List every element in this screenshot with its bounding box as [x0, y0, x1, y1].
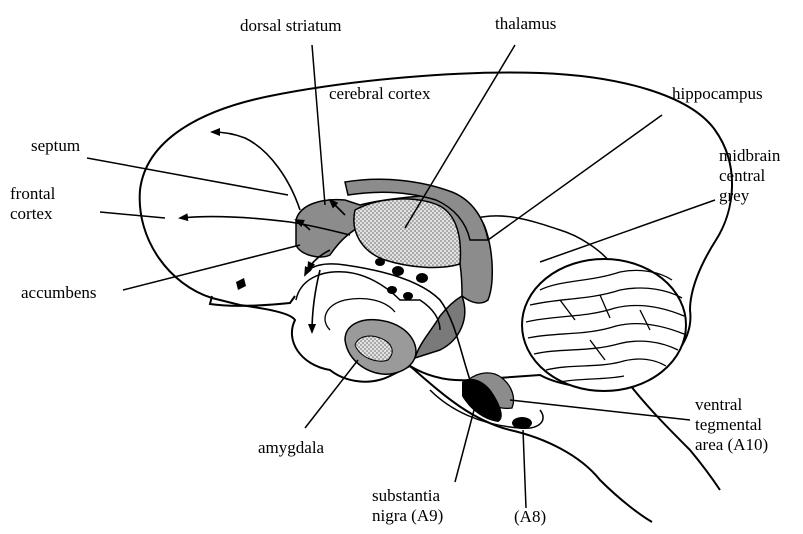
label-sn-line-1: substantia	[372, 486, 443, 506]
thalamus-region	[354, 199, 461, 268]
label-frontal-line-2: cortex	[10, 204, 55, 224]
amygdala-arrow	[312, 270, 320, 332]
label-vta-line-3: area (A10)	[695, 435, 768, 455]
label-sn-line-2: nigra (A9)	[372, 506, 443, 526]
label-septum: septum	[31, 136, 80, 156]
label-vta-line-1: ventral	[695, 395, 768, 415]
cerebellum	[522, 259, 686, 391]
leader-hippocampus	[488, 115, 662, 240]
label-midbrain-line-2: central	[719, 166, 780, 186]
leader-vta	[510, 400, 690, 420]
label-frontal-line-1: frontal	[10, 184, 55, 204]
leader-dorsal-striatum	[312, 45, 325, 205]
label-dorsal-striatum: dorsal striatum	[240, 16, 342, 36]
label-thalamus: thalamus	[495, 14, 556, 34]
label-accumbens: accumbens	[21, 283, 97, 303]
label-hippocampus: hippocampus	[672, 84, 763, 104]
label-midbrain-line-1: midbrain	[719, 146, 780, 166]
label-midbrain-central-grey: midbrain central grey	[719, 146, 780, 206]
leader-a8	[523, 430, 526, 508]
label-substantia-nigra: substantia nigra (A9)	[372, 486, 443, 526]
leader-substantia-nigra	[455, 395, 478, 482]
label-ventral-tegmental-area: ventral tegmental area (A10)	[695, 395, 768, 455]
label-cerebral-cortex: cerebral cortex	[329, 84, 430, 104]
frontal-arrow-up	[212, 132, 300, 210]
leader-frontal-cortex	[100, 212, 165, 218]
a8-region	[512, 417, 532, 429]
label-vta-line-2: tegmental	[695, 415, 768, 435]
leader-midbrain	[540, 200, 715, 262]
leader-septum	[87, 158, 288, 195]
label-amygdala: amygdala	[258, 438, 324, 458]
leader-accumbens	[123, 245, 300, 290]
label-midbrain-line-3: grey	[719, 186, 780, 206]
label-a8: (A8)	[514, 507, 546, 527]
label-frontal-cortex: frontal cortex	[10, 184, 55, 224]
